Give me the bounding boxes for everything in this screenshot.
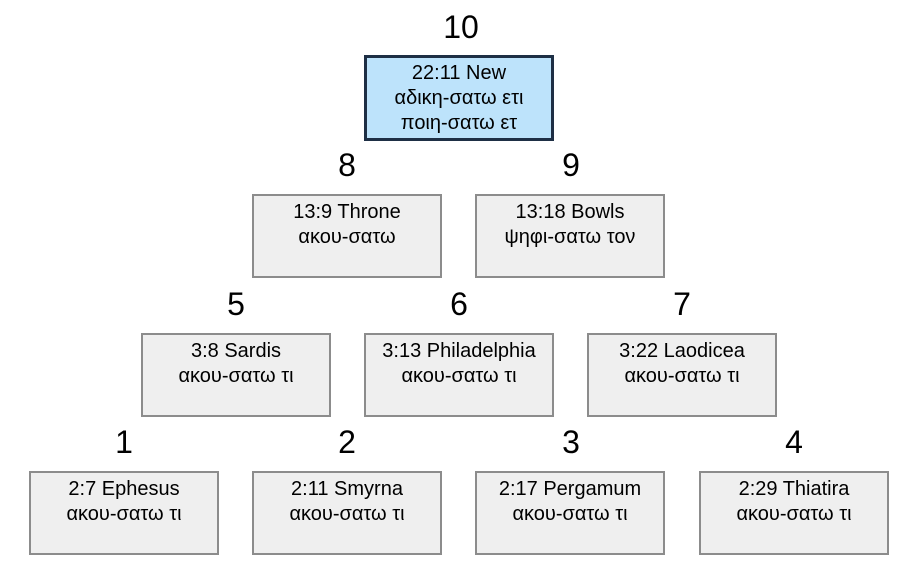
node-6-number: 6 (450, 286, 468, 322)
node-8-reference: 13:9 Throne (293, 201, 401, 223)
node-7-box: 3:22 Laodicea ακου-σατω τι (587, 333, 777, 417)
node-8-line2: ακου-σατω (298, 226, 396, 248)
node-10-box: 22:11 New αδικη-σατω ετι ποιη-σατω ετ (364, 55, 554, 141)
node-10-line2: αδικη-σατω ετι (394, 87, 524, 109)
node-10-reference: 22:11 New (411, 62, 507, 84)
node-9-box: 13:18 Bowls ψηφι-σατω τον (475, 194, 665, 278)
node-2-reference: 2:11 Smyrna (291, 478, 403, 500)
node-1-number: 1 (115, 424, 133, 460)
node-5-box: 3:8 Sardis ακου-σατω τι (141, 333, 331, 417)
node-5-line2: ακου-σατω τι (178, 365, 294, 387)
node-6-reference: 3:13 Philadelphia (382, 340, 536, 362)
node-8-box: 13:9 Throne ακου-σατω (252, 194, 442, 278)
node-7-number: 7 (673, 286, 691, 322)
node-2-line2: ακου-σατω τι (289, 503, 405, 525)
node-3-reference: 2:17 Pergamum (498, 478, 642, 500)
node-3-line2: ακου-σατω τι (512, 503, 628, 525)
node-10-number: 10 (443, 9, 479, 45)
node-9-reference: 13:18 Bowls (515, 201, 625, 223)
node-3-number: 3 (562, 424, 580, 460)
node-7-line2: ακου-σατω τι (624, 365, 740, 387)
node-1-box: 2:7 Ephesus ακου-σατω τι (29, 471, 219, 555)
node-6-box: 3:13 Philadelphia ακου-σατω τι (364, 333, 554, 417)
node-9-line2: ψηφι-σατω τον (504, 226, 636, 248)
node-5-number: 5 (227, 286, 245, 322)
node-5-reference: 3:8 Sardis (190, 340, 282, 362)
node-10-line3: ποιη-σατω ετ (400, 112, 518, 134)
node-1-reference: 2:7 Ephesus (68, 478, 180, 500)
node-4-number: 4 (785, 424, 803, 460)
node-2-number: 2 (338, 424, 356, 460)
node-4-box: 2:29 Thiatira ακου-σατω τι (699, 471, 889, 555)
node-9-number: 9 (562, 147, 580, 183)
node-4-line2: ακου-σατω τι (736, 503, 852, 525)
node-4-reference: 2:29 Thiatira (738, 478, 850, 500)
node-3-box: 2:17 Pergamum ακου-σατω τι (475, 471, 665, 555)
node-8-number: 8 (338, 147, 356, 183)
node-1-line2: ακου-σατω τι (66, 503, 182, 525)
node-6-line2: ακου-σατω τι (401, 365, 517, 387)
node-7-reference: 3:22 Laodicea (619, 340, 745, 362)
node-2-box: 2:11 Smyrna ακου-σατω τι (252, 471, 442, 555)
